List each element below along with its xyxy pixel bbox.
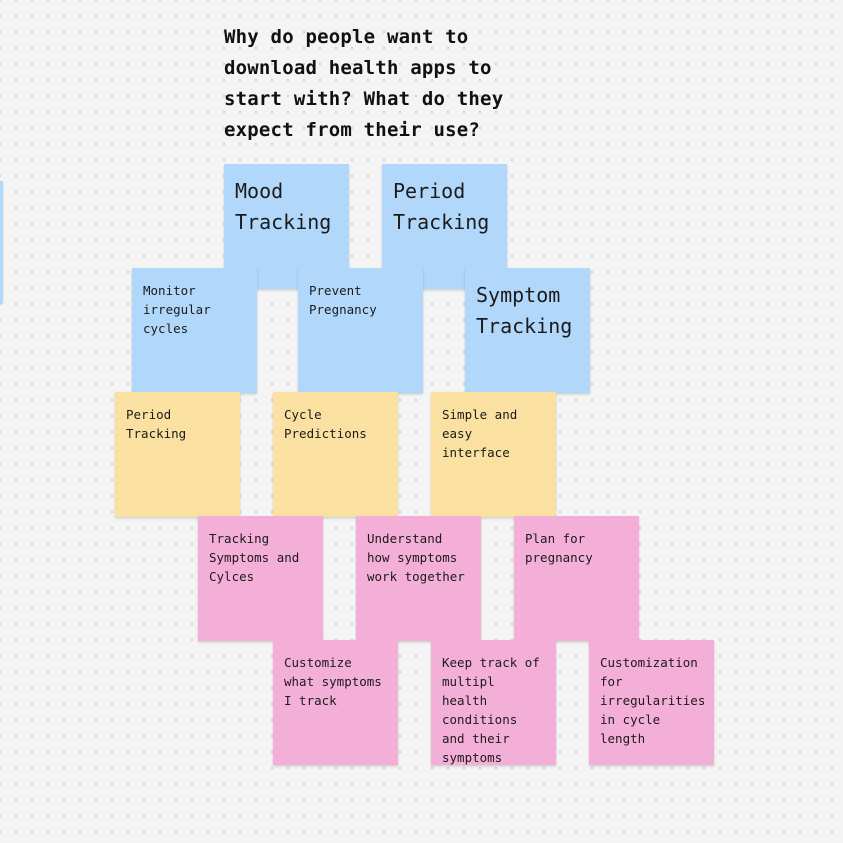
sticky-customize-symptoms[interactable]: Customize what symptoms I track (273, 640, 398, 765)
sticky-cycle-predictions[interactable]: Cycle Predictions (273, 392, 398, 517)
sticky-symptom-tracking[interactable]: Symptom Tracking (465, 268, 590, 393)
sticky-keep-track-conditions[interactable]: Keep track of multipl health conditions … (431, 640, 556, 765)
sticky-customization-irregularities[interactable]: Customization for irregularities in cycl… (589, 640, 714, 765)
offscreen-sticky-note[interactable] (0, 181, 3, 303)
board-heading[interactable]: Why do people want to download health ap… (224, 26, 504, 141)
sticky-prevent-pregnancy[interactable]: Prevent Pregnancy (298, 268, 423, 393)
sticky-simple-easy-interface[interactable]: Simple and easy interface (431, 392, 556, 517)
sticky-period-tracking-yellow[interactable]: Period Tracking (115, 392, 240, 517)
sticky-understand-symptoms[interactable]: Understand how symptoms work together (356, 516, 481, 641)
sticky-plan-pregnancy[interactable]: Plan for pregnancy (514, 516, 639, 641)
sticky-tracking-symptoms-cycles[interactable]: Tracking Symptoms and Cylces (198, 516, 323, 641)
sticky-monitor-irregular-cycles[interactable]: Monitor irregular cycles (132, 268, 257, 393)
